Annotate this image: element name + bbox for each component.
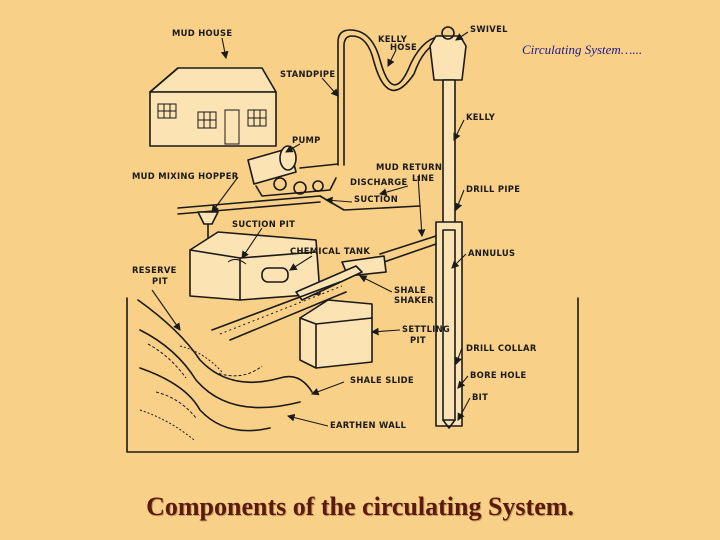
ground-frame [126,297,579,453]
label-settling-pit-line1: SETTLING [402,324,450,334]
drill-string [435,79,463,429]
label-bore-hole: BORE HOLE [470,370,526,380]
shale-slide-drawing [211,281,347,341]
pump-drawing [177,145,421,215]
mud-house-drawing [149,67,277,147]
label-suction: SUCTION [354,194,398,204]
label-suction-pit: SUCTION PIT [232,219,295,229]
label-kelly-hose-line1: KELLY [378,34,408,44]
label-mud-house: MUD HOUSE [172,28,232,38]
label-settling-pit-line2: PIT [410,335,426,345]
label-mud-return-line2: LINE [412,173,434,183]
label-mud-return-line1: MUD RETURN [376,162,442,172]
slide-title: Circulating System…... [522,42,643,57]
label-swivel: SWIVEL [470,24,508,34]
label-kelly-hose-line2: HOSE [390,42,417,52]
reserve-pit-drawing [137,299,313,441]
label-reserve-pit-line2: PIT [152,276,168,286]
label-pump: PUMP [292,135,321,145]
label-mud-mixing-hopper: MUD MIXING HOPPER [132,171,239,181]
label-drill-pipe: DRILL PIPE [466,184,520,194]
label-annulus: ANNULUS [468,248,515,258]
label-chemical-tank: CHEMICAL TANK [290,246,370,256]
label-kelly: KELLY [466,112,496,122]
suction-pit-drawing [189,231,321,301]
label-shale-shaker-line1: SHALE [394,285,426,295]
label-standpipe: STANDPIPE [280,69,335,79]
label-drill-collar: DRILL COLLAR [466,343,537,353]
label-reserve-pit-line1: RESERVE [132,265,177,275]
leader-arrows [151,31,471,427]
label-shale-slide: SHALE SLIDE [350,375,414,385]
label-discharge: DISCHARGE [350,177,407,187]
label-bit: BIT [472,392,488,402]
diagram-labels: MUD HOUSE KELLY HOSE SWIVEL STANDPIPE KE… [132,24,537,430]
slide-caption: Components of the circulating System. [146,492,574,521]
label-shale-shaker-line2: SHAKER [394,295,434,305]
label-earthen-wall: EARTHEN WALL [330,420,407,430]
